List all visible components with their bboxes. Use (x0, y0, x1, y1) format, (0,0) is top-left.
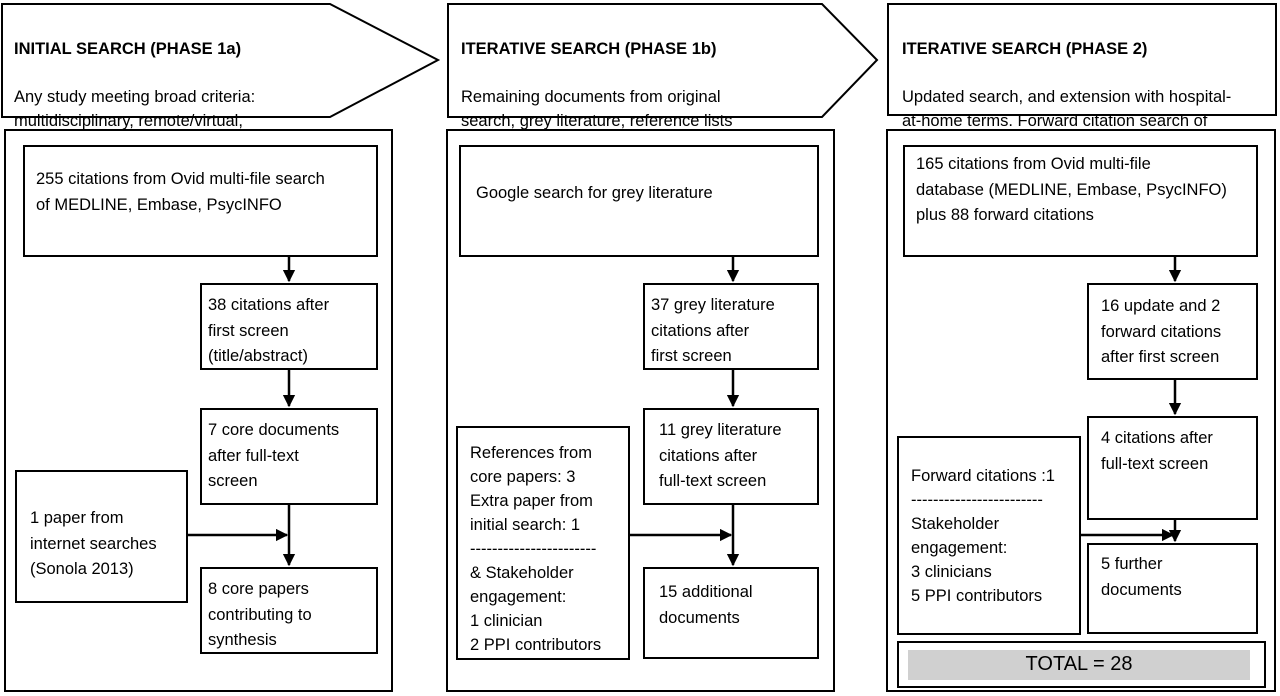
phase1b-title: ITERATIVE SEARCH (PHASE 1b) (461, 39, 717, 58)
phase1b-full-text-box (643, 408, 819, 505)
phase2-first-screen-box (1087, 283, 1258, 380)
phase1b-full-text-text: 11 grey literature citations after full-… (659, 421, 782, 490)
phase1a-result-box (200, 567, 378, 654)
phase2-forward-box (897, 436, 1081, 635)
phase2-result-box (1087, 543, 1258, 634)
phase1a-core-docs-box (200, 408, 378, 505)
phase2-full-text-box (1087, 416, 1258, 520)
phase1b-description: Remaining documents from original search… (461, 88, 733, 154)
phase2-search-box (903, 145, 1258, 257)
phase1b-first-screen-text: 37 grey literature citations after first… (651, 296, 775, 365)
phase1b-google-text: Google search for grey literature (476, 184, 713, 202)
phase1b-header: ITERATIVE SEARCH (PHASE 1b) Remaining do… (461, 12, 821, 183)
phase1a-first-screen-box (200, 283, 378, 370)
phase2-first-screen-text: 16 update and 2 forward citations after … (1101, 297, 1222, 366)
phase2-forward-text: Forward citations :1 -------------------… (911, 467, 1055, 605)
phase1b-result-text: 15 additional documents (659, 583, 753, 627)
phase2-search-text: 165 citations from Ovid multi-file datab… (916, 155, 1227, 224)
phase1b-google-box (459, 145, 819, 257)
phase1a-search-text: 255 citations from Ovid multi-file searc… (36, 170, 325, 214)
phase1a-core-docs-text: 7 core documents after full-text screen (208, 421, 340, 490)
phase1b-result-box (643, 567, 819, 659)
phase1b-first-screen-box (643, 283, 819, 370)
phase1a-internet-box (15, 470, 188, 603)
phase1a-internet-text: 1 paper from internet searches (Sonola 2… (30, 509, 157, 578)
phase1a-first-screen-text: 38 citations after first screen (title/a… (208, 296, 330, 365)
phase1b-references-box (456, 426, 630, 660)
phase1a-title: INITIAL SEARCH (PHASE 1a) (14, 39, 242, 58)
phase2-total: TOTAL = 28 (908, 650, 1250, 680)
phase2-full-text-text: 4 citations after full-text screen (1101, 429, 1213, 473)
phase1a-result-text: 8 core papers contributing to synthesis (208, 580, 312, 649)
phase1b-references-text: References from core papers: 3 Extra pap… (470, 444, 602, 654)
phase1a-search-box (23, 145, 378, 257)
phase2-result-text: 5 further documents (1101, 555, 1182, 599)
phase2-title: ITERATIVE SEARCH (PHASE 2) (902, 39, 1148, 58)
